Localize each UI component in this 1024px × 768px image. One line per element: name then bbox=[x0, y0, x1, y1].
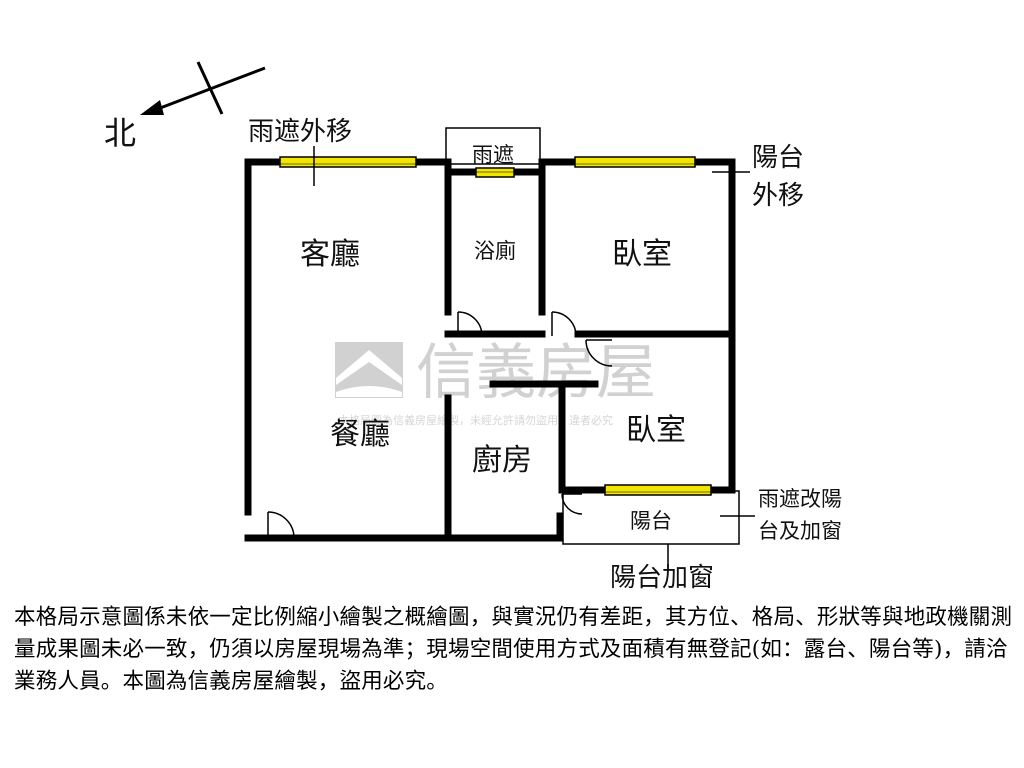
door-bathroom-icon bbox=[457, 311, 483, 337]
windows bbox=[279, 156, 712, 496]
room-rain-cover: 雨遮 bbox=[472, 143, 514, 167]
note-balcony-moved-out-2: 外移 bbox=[752, 181, 804, 211]
room-bedroom-1: 臥室 bbox=[612, 237, 672, 272]
north-label: 北 bbox=[104, 114, 136, 152]
watermark-notice: 本格局圖為信義房屋繪製，未經允許請勿盜用，違者必究 bbox=[338, 413, 613, 427]
window-living-room bbox=[279, 156, 417, 168]
window-bedroom-2 bbox=[604, 484, 712, 496]
door-balcony-icon bbox=[561, 493, 583, 515]
note-rain-cover-to-balcony-2: 台及加窗 bbox=[758, 519, 842, 543]
doors bbox=[267, 311, 613, 539]
watermark: 信義房屋 本格局圖為信義房屋繪製，未經允許請勿盜用，違者必究 bbox=[335, 338, 656, 427]
note-rain-cover-to-balcony-1: 雨遮改陽 bbox=[758, 487, 842, 511]
room-bedroom-2: 臥室 bbox=[626, 413, 686, 448]
door-bedroom-2-icon bbox=[585, 339, 613, 367]
room-bathroom: 浴廁 bbox=[474, 239, 516, 263]
disclaimer-text: 本格局示意圖係未依一定比例縮小繪製之概繪圖，與實況仍有差距，其方位、格局、形狀等… bbox=[14, 605, 1013, 694]
rain-cover-box bbox=[445, 127, 541, 165]
window-bathroom bbox=[475, 167, 515, 178]
note-balcony-moved-out-1: 陽台 bbox=[752, 143, 804, 173]
watermark-brand: 信義房屋 bbox=[416, 338, 656, 408]
room-living-room: 客廳 bbox=[300, 237, 360, 272]
door-bedroom-1-icon bbox=[551, 311, 577, 337]
floor-plan: 信義房屋 本格局圖為信義房屋繪製，未經允許請勿盜用，違者必究 北 bbox=[104, 61, 842, 593]
watermark-logo-icon bbox=[335, 342, 403, 398]
room-balcony: 陽台 bbox=[630, 509, 672, 533]
room-kitchen: 廚房 bbox=[472, 443, 532, 478]
door-entrance-icon bbox=[267, 511, 295, 539]
north-arrow-icon bbox=[140, 61, 266, 115]
leader-lines bbox=[313, 146, 755, 566]
note-rain-cover-moved-out: 雨遮外移 bbox=[248, 117, 352, 147]
window-bedroom-1 bbox=[574, 156, 696, 168]
note-balcony-window-added: 陽台加窗 bbox=[610, 563, 714, 593]
room-dining-room: 餐廳 bbox=[330, 417, 390, 452]
